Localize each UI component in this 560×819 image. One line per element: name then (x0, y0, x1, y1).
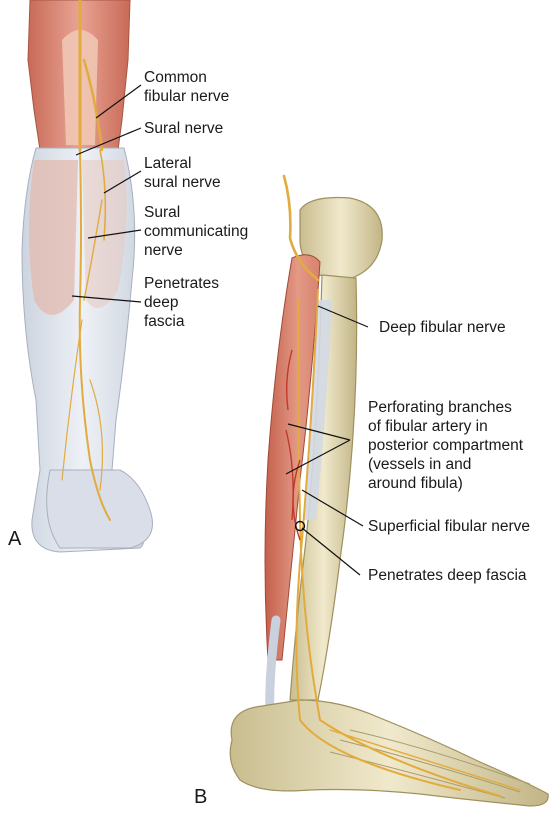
label-deep-fibular-nerve: Deep fibular nerve (379, 318, 506, 337)
label-lateral-sural-nerve: Lateral sural nerve (144, 154, 221, 192)
panel-b-nerves (282, 174, 521, 797)
panel-a-leaders (71, 84, 142, 303)
label-sural-nerve: Sural nerve (144, 119, 223, 138)
label-line: Perforating branches (368, 399, 512, 416)
label-line: Common (144, 69, 207, 86)
label-line: sural nerve (144, 174, 221, 191)
metatarsals (329, 729, 531, 799)
label-line: Deep fibular nerve (379, 319, 506, 336)
label-line: Sural (144, 204, 181, 221)
deep-fibular-nerve-b (295, 289, 461, 791)
label-line: Superficial fibular nerve (368, 518, 530, 535)
label-common-fibular-nerve: Common fibular nerve (144, 68, 229, 106)
common-fibular-nerve-b (282, 174, 320, 282)
gastrocnemius-outline (29, 160, 78, 315)
foot-posterior (46, 469, 153, 549)
label-line: fascia (144, 313, 185, 330)
label-line: posterior compartment (368, 437, 524, 454)
foot-nerve-branch (329, 729, 521, 791)
label-penetrates-deep-fascia-b: Penetrates deep fascia (368, 566, 527, 585)
panel-label-a: A (8, 528, 22, 550)
common-fibular-nerve-a (82, 58, 104, 152)
label-line: of fibular artery in (368, 418, 488, 435)
label-line: Penetrates (144, 275, 219, 292)
interosseous-fascia (304, 300, 332, 520)
label-line: Sural nerve (144, 120, 224, 137)
panel-a-leg (21, 0, 153, 553)
label-line: fibular nerve (144, 88, 230, 105)
penetration-marker (294, 520, 306, 532)
sural-communicating-nerve-a (83, 199, 103, 301)
label-perforating-branches: Perforating branches of fibular artery i… (368, 398, 523, 493)
nerve-branch-a1 (61, 319, 83, 481)
superficial-fibular-nerve-b (297, 299, 501, 797)
label-line: Lateral (144, 155, 192, 172)
label-line: communicating (144, 223, 249, 240)
label-line: Penetrates deep fascia (368, 567, 527, 584)
sural-nerve-a (78, 149, 111, 521)
label-line: deep (144, 294, 179, 311)
panel-b-leaders (285, 305, 369, 576)
label-superficial-fibular-nerve: Superficial fibular nerve (368, 517, 530, 536)
nerve-branch-a2 (89, 379, 104, 491)
label-line: nerve (144, 242, 183, 259)
label-penetrates-deep-fascia-a: Penetrates deep fascia (144, 274, 219, 331)
panel-label-b: B (194, 786, 208, 808)
label-line: around fibula) (368, 475, 463, 492)
label-sural-communicating-nerve: Sural communicating nerve (144, 203, 248, 260)
label-line: (vessels in and (368, 456, 472, 473)
panel-b-leg (229, 174, 549, 807)
